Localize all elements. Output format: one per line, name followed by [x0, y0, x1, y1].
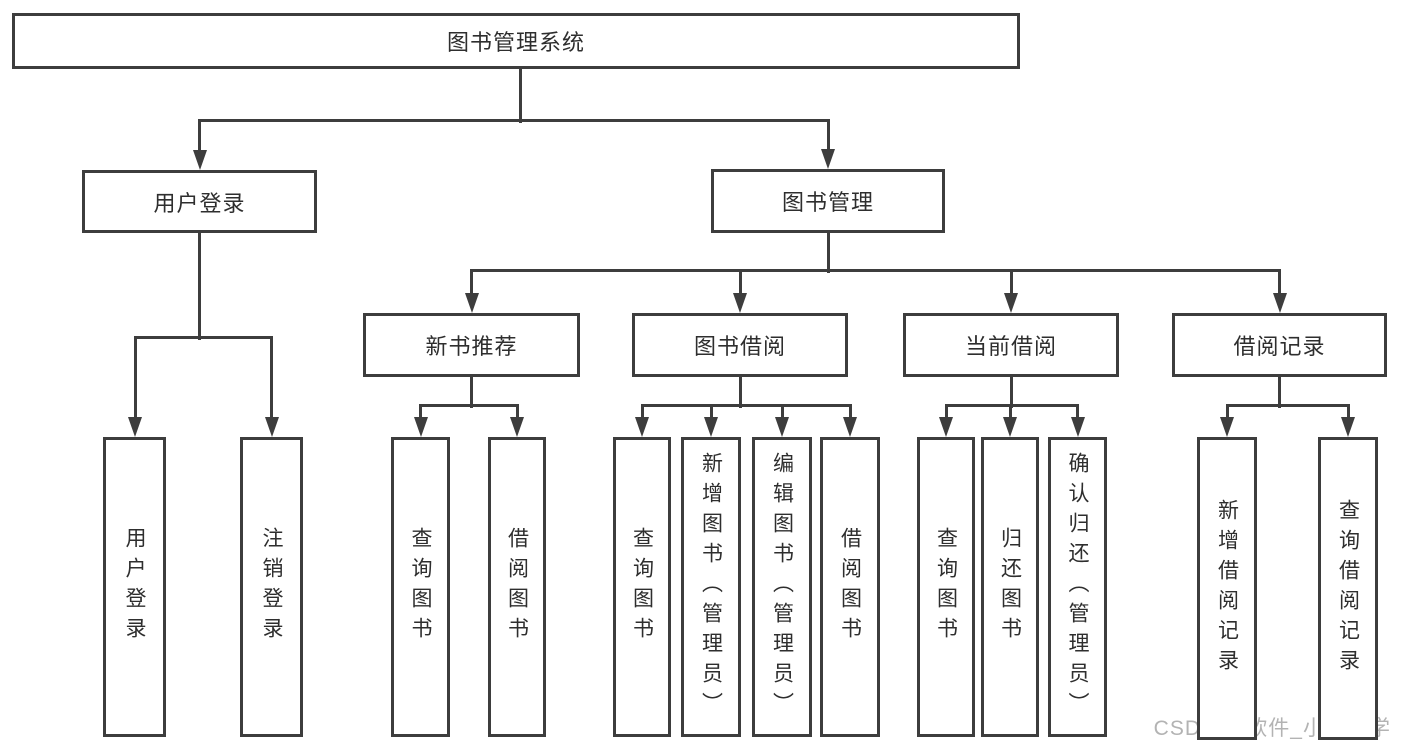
connector-arrow-stem [198, 120, 201, 152]
arrow-down-icon [510, 417, 524, 437]
connector-arrow-stem [270, 337, 273, 419]
node-leaf-nb-query: 查询图书 [391, 437, 450, 737]
node-label: 新增借阅记录 [1215, 498, 1239, 679]
arrow-down-icon [1004, 293, 1018, 313]
connector-arrow-stem [709, 405, 713, 419]
connector-arrow-stem [944, 405, 948, 419]
arrow-down-icon [635, 417, 649, 437]
node-leaf-bb-query: 查询图书 [613, 437, 671, 737]
arrow-down-icon [704, 417, 718, 437]
connector-arrow-stem [640, 405, 644, 419]
node-leaf-br-query: 查询借阅记录 [1318, 437, 1378, 740]
node-borrow-records: 借阅记录 [1172, 313, 1387, 377]
connector-stem [826, 233, 830, 273]
connector-arrow-stem [1278, 270, 1281, 295]
connector-branch [640, 403, 852, 407]
arrow-down-icon [1003, 417, 1017, 437]
node-leaf-cb-query: 查询图书 [917, 437, 975, 737]
arrow-down-icon [192, 150, 207, 170]
node-label: 新书推荐 [425, 334, 518, 359]
node-leaf-user-login: 用户登录 [103, 437, 166, 737]
node-book-mgmt: 图书管理 [711, 169, 945, 233]
arrow-down-icon [264, 417, 279, 437]
node-label: 用户登录 [123, 527, 146, 647]
connector-branch [1225, 403, 1350, 407]
node-label: 图书管理 [781, 190, 874, 215]
connector-arrow-stem [419, 405, 422, 419]
node-label: 图书借阅 [693, 334, 786, 359]
arrow-down-icon [843, 417, 857, 437]
node-label: 当前借阅 [964, 334, 1057, 359]
node-current-borrow: 当前借阅 [903, 313, 1119, 377]
node-label: 查询图书 [630, 527, 654, 647]
connector-arrow-stem [133, 337, 137, 419]
node-leaf-bb-edit: 编辑图书（管理员） [752, 437, 812, 737]
connector-branch [419, 403, 519, 407]
node-label: 查询图书 [409, 527, 432, 647]
node-label: 借阅图书 [838, 527, 862, 647]
connector-stem [198, 233, 201, 340]
node-user-login: 用户登录 [82, 170, 317, 233]
connector-stem [1009, 377, 1013, 408]
node-label: 注销登录 [260, 527, 283, 647]
node-book-borrow: 图书借阅 [632, 313, 848, 377]
arrow-down-icon [775, 417, 789, 437]
connector-arrow-stem [1076, 405, 1079, 419]
connector-arrow-stem [515, 405, 519, 419]
arrow-down-icon [413, 417, 428, 437]
connector-stem [1278, 377, 1281, 408]
connector-stem [738, 377, 742, 408]
node-leaf-bb-borrow: 借阅图书 [820, 437, 880, 737]
arrow-down-icon [939, 417, 953, 437]
node-label: 图书管理系统 [446, 30, 585, 55]
node-label: 编辑图书（管理员） [770, 452, 794, 722]
connector-arrow-stem [1346, 405, 1350, 419]
node-leaf-br-add: 新增借阅记录 [1197, 437, 1257, 740]
node-leaf-logout: 注销登录 [240, 437, 303, 737]
connector-branch [133, 335, 273, 339]
node-label: 查询借阅记录 [1336, 498, 1360, 679]
arrow-down-icon [128, 417, 142, 437]
arrow-down-icon [821, 149, 835, 169]
connector-stem [470, 377, 473, 408]
connector-arrow-stem [1009, 270, 1013, 295]
connector-arrow-stem [470, 270, 473, 295]
connector-branch [198, 118, 830, 122]
connector-arrow-stem [848, 405, 852, 419]
node-root: 图书管理系统 [12, 13, 1020, 69]
connector-arrow-stem [826, 120, 830, 151]
node-label: 查询图书 [934, 527, 958, 647]
node-leaf-bb-add: 新增图书（管理员） [681, 437, 741, 737]
arrow-down-icon [1220, 417, 1234, 437]
arrow-down-icon [733, 293, 747, 313]
node-label: 借阅记录 [1233, 334, 1326, 359]
node-label: 归还图书 [998, 527, 1022, 647]
arrow-down-icon [1341, 417, 1355, 437]
arrow-down-icon [1070, 417, 1085, 437]
node-label: 确认归还（管理员） [1066, 452, 1089, 722]
node-label: 新增图书（管理员） [699, 452, 723, 722]
arrow-down-icon [464, 293, 479, 313]
node-label: 用户登录 [153, 190, 246, 216]
connector-arrow-stem [738, 270, 742, 295]
connector-arrow-stem [780, 405, 784, 419]
connector-branch [944, 403, 1079, 407]
arrow-down-icon [1272, 293, 1287, 313]
connector-arrow-stem [1008, 405, 1012, 419]
connector-arrow-stem [1225, 405, 1229, 419]
node-label: 借阅图书 [505, 527, 529, 647]
node-leaf-cb-return: 归还图书 [981, 437, 1039, 737]
node-new-book-rec: 新书推荐 [363, 313, 580, 377]
node-leaf-nb-borrow: 借阅图书 [488, 437, 546, 737]
connector-stem [518, 69, 522, 123]
node-leaf-cb-confirm: 确认归还（管理员） [1048, 437, 1107, 737]
connector-branch [470, 268, 1281, 272]
